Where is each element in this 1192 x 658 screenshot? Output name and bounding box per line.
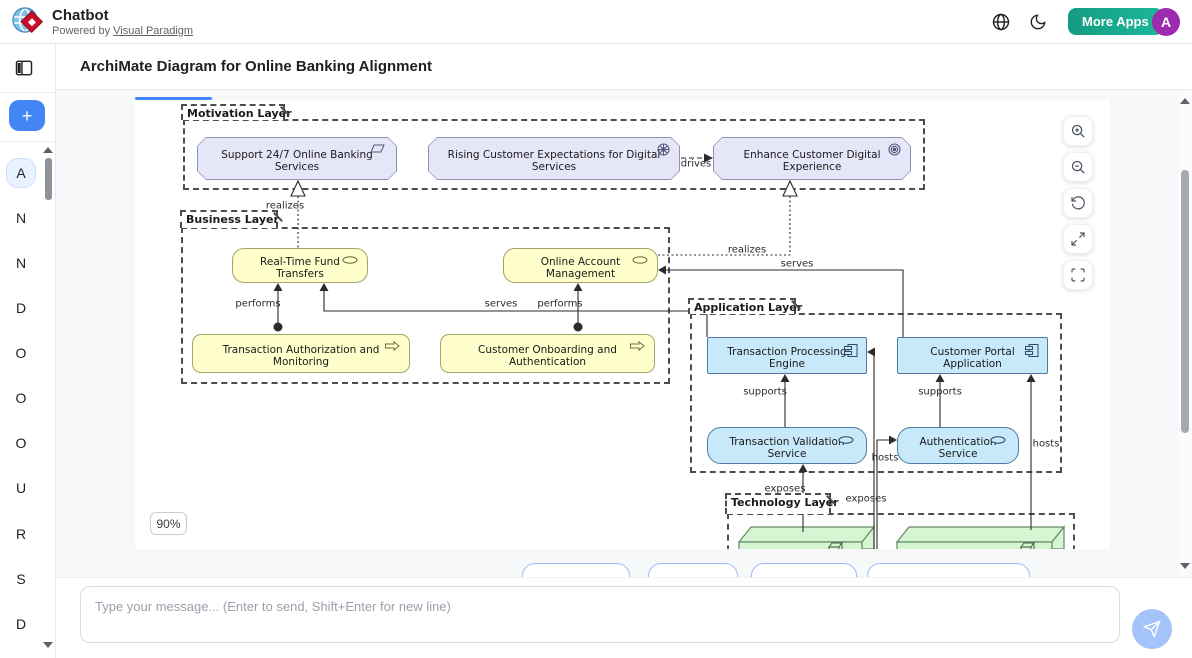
visual-paradigm-logo-icon	[10, 6, 44, 38]
goal-icon	[888, 143, 901, 159]
language-globe-button[interactable]	[990, 11, 1012, 33]
conversation-item-6[interactable]: O	[15, 390, 27, 406]
node-authentication-service[interactable]: Authentication Service	[897, 427, 1019, 464]
node-support-24-7-online-banking-services[interactable]: Support 24/7 Online Banking Services	[197, 137, 397, 180]
application-layer-label: Application Layer	[688, 298, 802, 314]
edge-label-realizes: realizes	[727, 244, 767, 256]
business-process-icon	[385, 340, 400, 354]
diagram-connectors	[273, 153, 1066, 549]
edge-label-serves: serves	[780, 258, 814, 270]
motivation-layer-label: Motivation Layer	[181, 104, 292, 120]
more-apps-button[interactable]: More Apps	[1068, 8, 1163, 35]
application-service-icon	[838, 435, 854, 447]
sidebar-scrollbar-thumb[interactable]	[45, 158, 52, 200]
node-transaction-authorization-monitoring[interactable]: Transaction Authorization and Monitoring	[192, 334, 410, 373]
edge-label-drives: drives	[680, 158, 712, 170]
message-input[interactable]	[80, 586, 1120, 643]
application-component-icon	[1025, 344, 1039, 360]
conversation-item-4[interactable]: D	[15, 300, 27, 316]
application-component-icon	[844, 344, 858, 360]
conversation-item-9[interactable]: R	[15, 526, 27, 542]
app-title: Chatbot	[52, 7, 109, 24]
send-button[interactable]	[1132, 609, 1172, 649]
conversation-item-2[interactable]: N	[15, 210, 27, 226]
zoom-out-button[interactable]	[1063, 152, 1093, 182]
send-plane-icon	[1143, 620, 1161, 638]
edge-label-performs: performs	[235, 298, 281, 310]
application-layer-group	[690, 313, 1062, 473]
business-layer-group	[181, 227, 670, 384]
edge-label-supports: supports	[918, 386, 962, 398]
node-customer-portal-application[interactable]: Customer Portal Application	[897, 337, 1048, 374]
conversation-item-5[interactable]: O	[15, 345, 27, 361]
application-service-icon	[990, 435, 1006, 447]
powered-by-text: Powered by	[52, 25, 111, 37]
motivation-layer-group	[183, 119, 925, 190]
conversation-item-11[interactable]: D	[15, 616, 27, 632]
zoom-level-badge: 90%	[150, 512, 187, 535]
user-avatar[interactable]: A	[1152, 8, 1180, 36]
reset-view-button[interactable]	[1063, 188, 1093, 218]
node-rising-customer-expectations[interactable]: Rising Customer Expectations for Digital…	[428, 137, 680, 180]
technology-node-1	[737, 525, 876, 549]
visual-paradigm-link[interactable]: Visual Paradigm	[113, 25, 194, 37]
chat-input-panel	[56, 577, 1192, 658]
business-service-icon	[632, 255, 648, 267]
technology-node-2	[895, 525, 1066, 549]
edge-label-hosts: hosts	[1032, 438, 1060, 450]
page-scrollbar-thumb[interactable]	[1181, 170, 1189, 433]
driver-icon	[657, 143, 670, 159]
zoom-in-button[interactable]	[1063, 116, 1093, 146]
diagram-title-bar: ArchiMate Diagram for Online Banking Ali…	[56, 44, 1192, 90]
node-transaction-validation-service[interactable]: Transaction Validation Service	[707, 427, 867, 464]
sidebar-divider	[0, 141, 56, 142]
app-header: Chatbot Powered by Visual Paradigm More …	[0, 0, 1192, 44]
requirement-icon	[370, 144, 385, 156]
edge-label-exposes: exposes	[764, 483, 806, 495]
business-service-icon	[342, 255, 358, 267]
new-chat-button[interactable]: +	[9, 100, 45, 131]
edge-label-exposes: exposes	[845, 493, 887, 505]
conversation-item-7[interactable]: O	[15, 435, 27, 451]
edge-label-performs: performs	[537, 298, 583, 310]
page-title: ArchiMate Diagram for Online Banking Ali…	[80, 58, 432, 75]
sidebar-scroll-down-icon[interactable]	[43, 642, 53, 648]
edge-label-realizes: realizes	[265, 200, 305, 212]
node-online-account-management[interactable]: Online Account Management	[503, 248, 658, 283]
edge-label-serves: serves	[484, 298, 518, 310]
node-transaction-processing-engine[interactable]: Transaction Processing Engine	[707, 337, 867, 374]
scroll-down-icon[interactable]	[1180, 563, 1190, 569]
node-enhance-customer-digital-experience[interactable]: Enhance Customer Digital Experience	[713, 137, 911, 180]
dark-mode-moon-button[interactable]	[1027, 11, 1049, 33]
conversation-item-8[interactable]: U	[15, 480, 27, 496]
conversation-item-10[interactable]: S	[16, 571, 26, 587]
fullscreen-button[interactable]	[1063, 260, 1093, 290]
business-layer-label: Business Layer	[180, 210, 283, 228]
active-tab-indicator	[135, 97, 212, 100]
business-process-icon	[630, 340, 645, 354]
conversation-item-1[interactable]: A	[6, 158, 36, 188]
node-customer-onboarding-authentication[interactable]: Customer Onboarding and Authentication	[440, 334, 655, 373]
expand-button[interactable]	[1063, 224, 1093, 254]
powered-by: Powered by Visual Paradigm	[52, 25, 193, 37]
conversation-sidebar: + A N N D O O O U R S D	[0, 44, 56, 658]
edge-label-supports: supports	[743, 386, 787, 398]
technology-layer-label: Technology Layer	[725, 493, 839, 514]
conversation-item-3[interactable]: N	[15, 255, 27, 271]
scroll-up-icon[interactable]	[1180, 98, 1190, 104]
node-real-time-fund-transfers[interactable]: Real-Time Fund Transfers	[232, 248, 368, 283]
sidebar-divider	[0, 92, 56, 93]
technology-layer-group	[727, 513, 1075, 549]
edge-label-hosts: hosts	[871, 452, 899, 464]
sidebar-toggle-icon[interactable]	[12, 56, 36, 80]
page-scrollbar[interactable]	[1178, 90, 1192, 577]
archimate-diagram-canvas[interactable]: Motivation Layer Business Layer Applicat…	[135, 100, 1110, 549]
sidebar-scroll-up-icon[interactable]	[43, 147, 53, 153]
